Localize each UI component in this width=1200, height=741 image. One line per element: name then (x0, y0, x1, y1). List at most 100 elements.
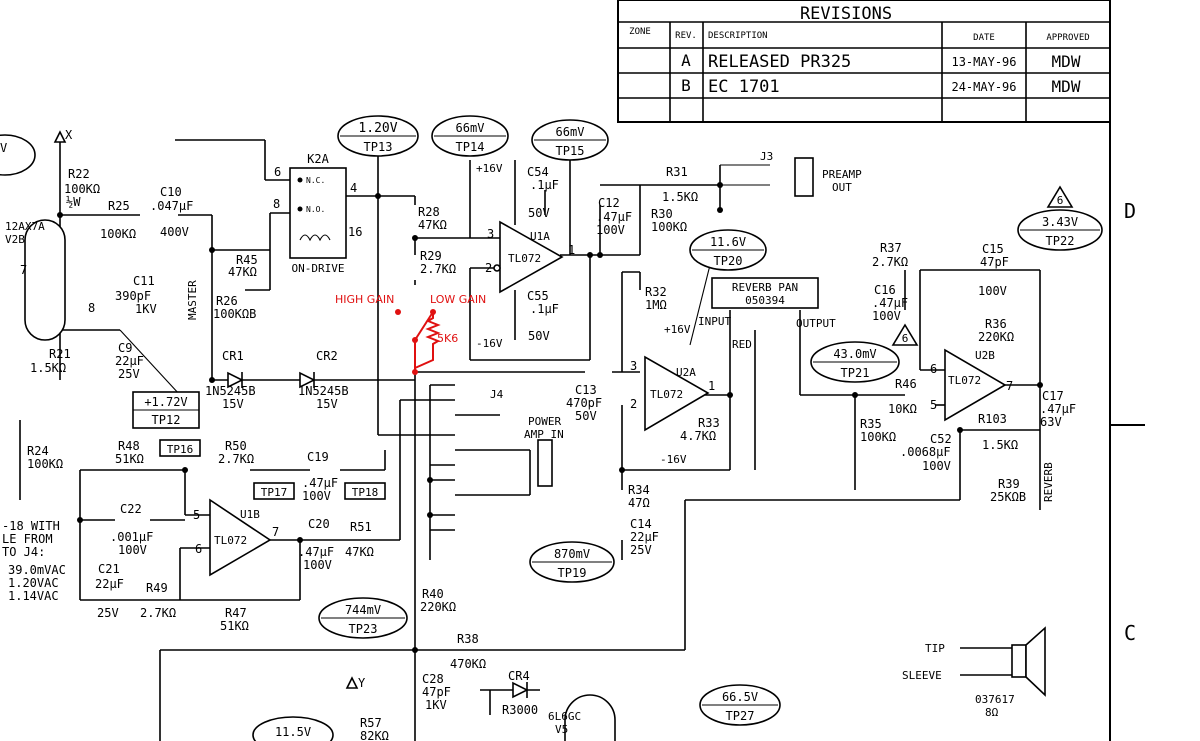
svg-text:100V: 100V (872, 309, 901, 323)
svg-text:.47µF: .47µF (1040, 402, 1076, 416)
svg-text:.047µF: .047µF (150, 199, 193, 213)
tp22: 3.43V TP22 (1017, 209, 1103, 251)
svg-text:5: 5 (930, 398, 937, 412)
svg-text:51KΩ: 51KΩ (115, 452, 144, 466)
svg-text:LE FROM: LE FROM (2, 532, 53, 546)
svg-text:TL072: TL072 (508, 252, 541, 265)
svg-text:82KΩ: 82KΩ (360, 729, 389, 741)
svg-text:.47µF: .47µF (596, 210, 632, 224)
svg-text:C9: C9 (118, 341, 132, 355)
svg-text:39.0mVAC: 39.0mVAC (8, 563, 66, 577)
svg-text:R33: R33 (698, 416, 720, 430)
svg-text:1.5KΩ: 1.5KΩ (662, 190, 698, 204)
drawing-frame: D C (1109, 122, 1145, 741)
rev-row-b-date: 24-MAY-96 (951, 80, 1016, 94)
svg-text:SLEEVE: SLEEVE (902, 669, 942, 682)
tp-bottom-left: 11.5V (252, 716, 334, 741)
opamp-u1a: TL072 U1A (493, 220, 564, 294)
svg-text:½W: ½W (66, 195, 81, 209)
svg-text:R103: R103 (978, 412, 1007, 426)
master-label: MASTER (186, 280, 199, 320)
svg-text:.47µF: .47µF (298, 545, 334, 559)
rev-row-a-rev: A (681, 51, 691, 70)
tp19: 870mV TP19 (529, 541, 615, 583)
svg-text:2: 2 (485, 261, 492, 275)
svg-text:V2B: V2B (5, 233, 25, 246)
svg-text:R35: R35 (860, 417, 882, 431)
svg-text:.47µF: .47µF (302, 476, 338, 490)
svg-text:63V: 63V (1040, 415, 1062, 429)
svg-text:6: 6 (1057, 194, 1064, 207)
svg-text:TO J4:: TO J4: (2, 545, 45, 559)
svg-text:C10: C10 (160, 185, 182, 199)
svg-text:22µF: 22µF (630, 530, 659, 544)
svg-text:R36: R36 (985, 317, 1007, 331)
svg-text:2: 2 (630, 397, 637, 411)
svg-text:100KΩ: 100KΩ (651, 220, 687, 234)
tp13: 1.20V TP13 (337, 115, 419, 157)
svg-text:100V: 100V (118, 543, 147, 557)
svg-text:C16: C16 (874, 283, 896, 297)
tp14: 66mV TP14 (431, 115, 509, 157)
red-gain-mod: HIGH GAIN LOW GAIN 5K6 (335, 293, 486, 375)
svg-text:.1µF: .1µF (530, 178, 559, 192)
power-rails: +16V -16V +16V -16V X Y (53, 128, 691, 690)
svg-text:OUTPUT: OUTPUT (796, 317, 836, 330)
svg-text:N.C.: N.C. (306, 176, 325, 185)
svg-text:U2B: U2B (975, 349, 995, 362)
zone-d-label: D (1124, 199, 1136, 223)
svg-text:22µF: 22µF (115, 354, 144, 368)
svg-text:TP16: TP16 (167, 443, 194, 456)
svg-text:TP22: TP22 (1046, 234, 1075, 248)
svg-text:50V: 50V (575, 409, 597, 423)
mod-resistor-label: 5K6 (437, 332, 458, 345)
svg-text:1.14VAC: 1.14VAC (8, 589, 59, 603)
test-points: 1.20V TP13 66mV TP14 66mV TP15 11.6V TP2… (0, 115, 1103, 741)
jack-j3: J3 PREAMP OUT (720, 150, 862, 197)
revisions-title: REVISIONS (800, 4, 892, 24)
svg-text:R31: R31 (666, 165, 688, 179)
svg-text:CR2: CR2 (316, 349, 338, 363)
svg-text:J4: J4 (490, 388, 504, 401)
svg-text:4: 4 (350, 181, 357, 195)
svg-text:6: 6 (195, 542, 202, 556)
svg-text:8: 8 (88, 301, 95, 315)
tp20: 11.6V TP20 (689, 229, 767, 271)
rev-header-date: DATE (973, 33, 995, 43)
svg-text:1N5245B: 1N5245B (205, 384, 256, 398)
rev-row-b-rev: B (681, 76, 691, 95)
tp15: 66mV TP15 (531, 119, 609, 161)
svg-text:TP20: TP20 (714, 254, 743, 268)
svg-text:U1A: U1A (530, 230, 550, 243)
svg-text:TP14: TP14 (456, 140, 485, 154)
svg-text:C20: C20 (308, 517, 330, 531)
svg-text:INPUT: INPUT (698, 315, 731, 328)
opamps: TL072 U1A TL072 U2A TL072 U2B TL072 U1B (209, 220, 1007, 577)
revisions-table: REVISIONS ZONE REV. DESCRIPTION DATE APP… (617, 0, 1111, 123)
svg-text:25KΩB: 25KΩB (990, 490, 1026, 504)
svg-text:100KΩB: 100KΩB (213, 307, 256, 321)
svg-text:Y: Y (358, 676, 366, 690)
svg-text:REVERB PAN: REVERB PAN (732, 281, 798, 294)
svg-text:R22: R22 (68, 167, 90, 181)
svg-text:4.7KΩ: 4.7KΩ (680, 429, 716, 443)
svg-text:C13: C13 (575, 383, 597, 397)
svg-text:R25: R25 (108, 199, 130, 213)
svg-text:TP21: TP21 (841, 366, 870, 380)
svg-text:1MΩ: 1MΩ (645, 298, 667, 312)
svg-text:22µF: 22µF (95, 577, 124, 591)
svg-text:PREAMP: PREAMP (822, 168, 862, 181)
rev-row-a-date: 13-MAY-96 (951, 55, 1016, 69)
svg-text:6L6GC: 6L6GC (548, 710, 581, 723)
svg-text:47pF: 47pF (422, 685, 451, 699)
svg-text:TP23: TP23 (349, 622, 378, 636)
reverb-pan: REVERB PAN 050394 INPUT OUTPUT RED (698, 277, 836, 351)
svg-text:R32: R32 (645, 285, 667, 299)
svg-text:R28: R28 (418, 205, 440, 219)
connector-j4: J4 POWER AMP IN (490, 388, 564, 487)
svg-text:1.20V: 1.20V (358, 121, 397, 136)
svg-text:C22: C22 (120, 502, 142, 516)
svg-text:R38: R38 (457, 632, 479, 646)
svg-text:15V: 15V (222, 397, 244, 411)
zone-c-label: C (1124, 621, 1136, 645)
